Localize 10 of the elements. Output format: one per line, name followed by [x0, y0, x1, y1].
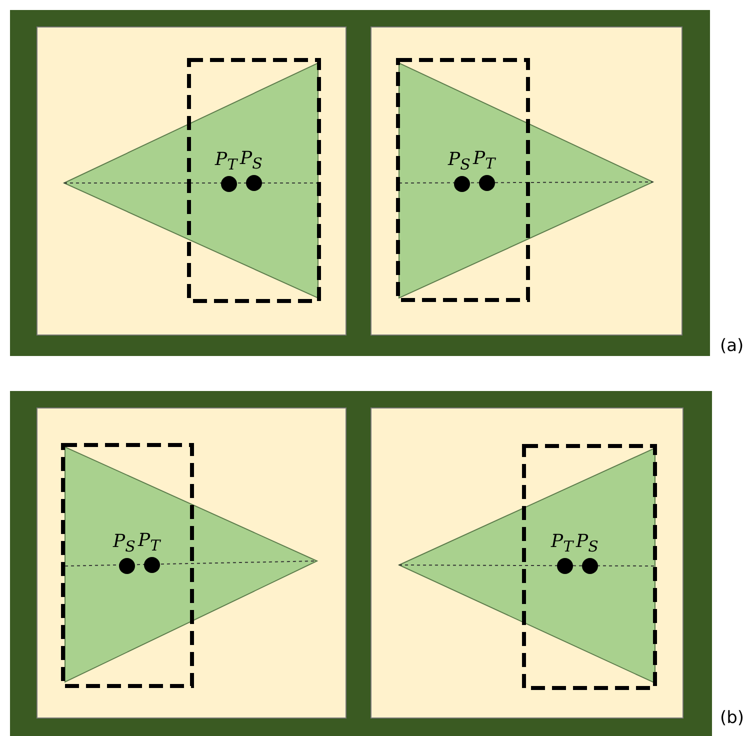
point-label: P$_{T}$	[215, 150, 238, 175]
point-label: P$_{T}$	[473, 149, 496, 174]
point-label: P$_{T}$	[551, 532, 574, 557]
panel-label: (a)	[720, 336, 744, 356]
point-label: P$_{S}$	[448, 150, 470, 175]
point-label: P$_{T}$	[138, 531, 160, 556]
panel-label: (b)	[720, 708, 744, 728]
point-label: P$_{S}$	[113, 532, 136, 557]
point-label: P$_{S}$	[240, 149, 262, 174]
point-label: P$_{S}$	[576, 532, 598, 557]
